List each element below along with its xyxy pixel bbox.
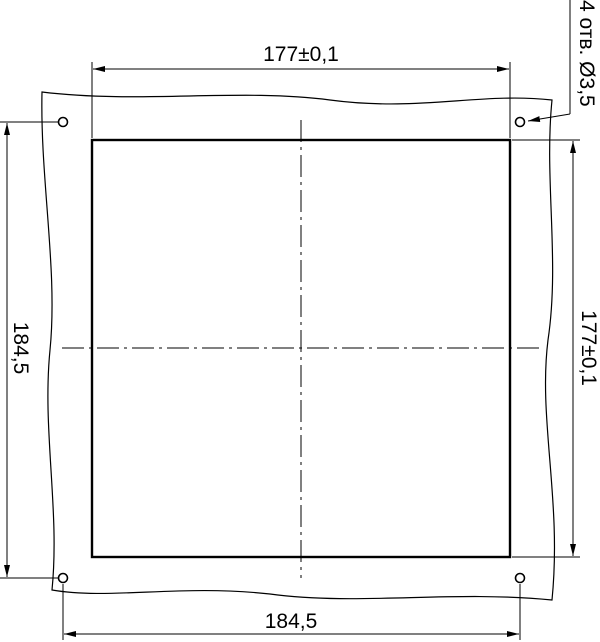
mounting-hole-top-left (57, 116, 69, 128)
bottom-dimension-label: 184,5 (265, 610, 318, 633)
right-dimension-label: 177±0,1 (577, 310, 600, 386)
panel-outline (41, 91, 556, 601)
left-dimension-label: 184,5 (9, 322, 32, 375)
hole-callout: 4 отв. Ø3,5 (527, 0, 598, 122)
top-dimension: 177±0,1 (91, 43, 511, 138)
right-dimension: 177±0,1 (512, 139, 600, 558)
mounting-hole-top-right (514, 116, 526, 128)
bottom-dimension: 184,5 (62, 584, 521, 640)
left-dimension: 184,5 (0, 121, 58, 579)
mounting-hole-bottom-left (57, 572, 69, 584)
mounting-hole-bottom-right (514, 572, 526, 584)
hole-callout-label: 4 отв. Ø3,5 (575, 0, 598, 107)
top-dimension-label: 177±0,1 (263, 43, 339, 66)
